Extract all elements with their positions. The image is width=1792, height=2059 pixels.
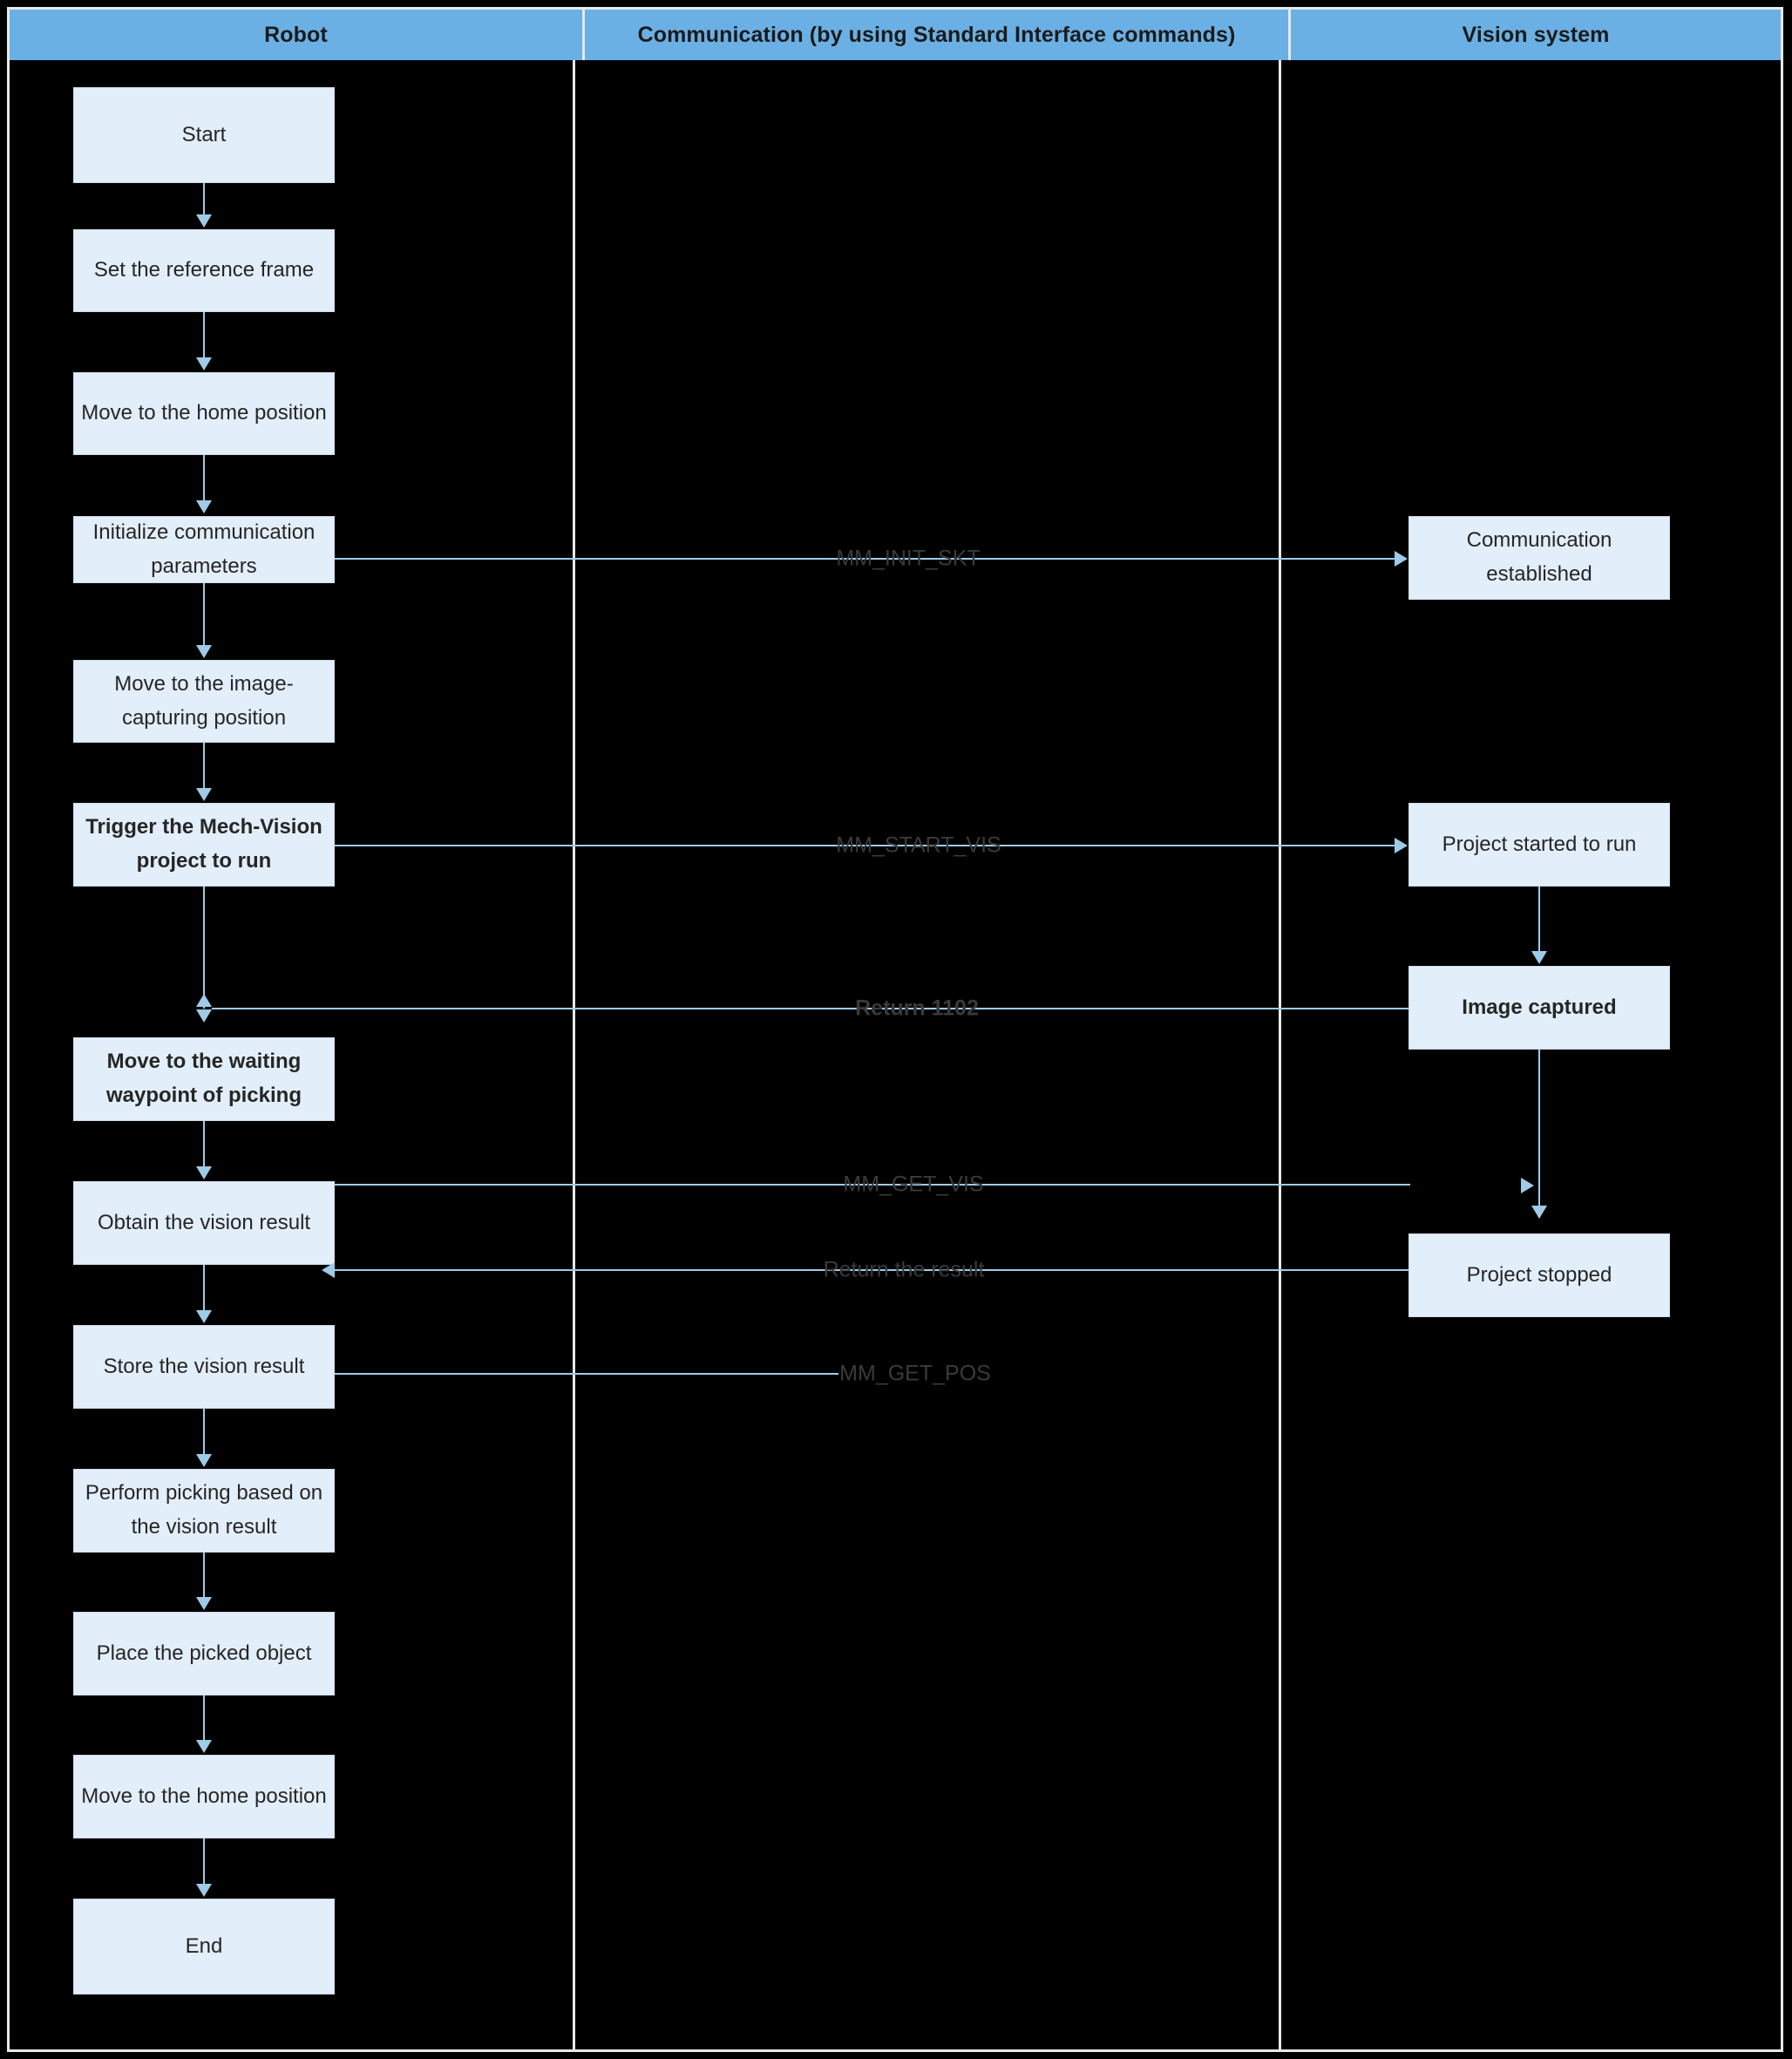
- connector-waiting-waypoint-to-obtain-result: [203, 1121, 205, 1168]
- arrowhead-right: [1395, 838, 1408, 853]
- process-box-waiting-waypoint: Move to the waiting waypoint of picking: [73, 1037, 335, 1121]
- process-box-trigger-project: Trigger the Mech-Vision project to run: [73, 803, 335, 887]
- process-box-store-vision-result: Store the vision result: [73, 1325, 335, 1409]
- arrowhead-down: [196, 214, 212, 228]
- message-line-return-1102: [212, 1008, 1408, 1009]
- connector-obtain-to-store: [203, 1265, 205, 1312]
- lane-divider-communication-vision: [1279, 60, 1281, 2052]
- connector-home-to-end: [203, 1838, 205, 1886]
- arrowhead-down: [196, 1454, 212, 1467]
- arrowhead-down: [196, 1166, 212, 1179]
- lane-header-communication: Communication (by using Standard Interfa…: [585, 10, 1291, 60]
- message-line-mm-get-pos: [335, 1373, 838, 1375]
- arrowhead-down: [196, 1009, 212, 1023]
- connector-image-captured-to-project-stopped: [1538, 1050, 1540, 1218]
- connector-capture-pos-to-trigger: [203, 743, 205, 790]
- process-box-perform-picking: Perform picking based on the vision resu…: [73, 1469, 335, 1553]
- connector-place-to-home: [203, 1695, 205, 1742]
- lane-header: Robot Communication (by using Standard I…: [10, 10, 1781, 60]
- arrowhead-down: [196, 1597, 212, 1610]
- arrowhead-down: [196, 1884, 212, 1897]
- connector-store-to-perform-picking: [203, 1409, 205, 1456]
- message-label-mm-get-pos: MM_GET_POS: [839, 1361, 991, 1386]
- arrowhead-down: [196, 1740, 212, 1753]
- arrowhead-down: [196, 788, 212, 801]
- arrowhead-down: [196, 500, 212, 513]
- connector-project-started-to-image-captured: [1538, 887, 1540, 952]
- arrowhead-down: [196, 1310, 212, 1323]
- arrowhead-right: [1521, 1178, 1534, 1193]
- message-label-return-1102: Return 1102: [855, 996, 979, 1021]
- process-box-end: End: [73, 1899, 335, 1994]
- connector-init-comm-to-capture-pos: [203, 583, 205, 646]
- arrowhead-down: [1531, 951, 1547, 964]
- lane-divider-robot-communication: [573, 60, 575, 2052]
- arrowhead-down: [196, 357, 212, 370]
- process-box-image-capturing-position: Move to the image-capturing position: [73, 660, 335, 743]
- process-box-place-object: Place the picked object: [73, 1612, 335, 1695]
- process-box-start: Start: [73, 87, 335, 183]
- process-box-obtain-vision-result: Obtain the vision result: [73, 1181, 335, 1265]
- arrowhead-up: [196, 994, 212, 1007]
- process-box-image-captured: Image captured: [1408, 966, 1670, 1050]
- connector-perform-picking-to-place: [203, 1553, 205, 1599]
- message-label-mm-start-vis: MM_START_VIS: [836, 832, 1001, 858]
- connector-ref-frame-to-home: [203, 312, 205, 359]
- process-box-ref-frame: Set the reference frame: [73, 229, 335, 312]
- message-label-mm-get-vis: MM_GET_VIS: [843, 1172, 984, 1197]
- connector-start-to-ref-frame: [203, 183, 205, 216]
- connector-trigger-to-waiting-waypoint: [203, 887, 205, 1009]
- message-line-mm-start-vis: [335, 845, 1395, 846]
- process-box-home-position-1: Move to the home position: [73, 372, 335, 455]
- arrowhead-right: [1395, 551, 1408, 567]
- message-line-return-the-result: [335, 1269, 1408, 1271]
- process-box-communication-established: Communication established: [1408, 516, 1670, 600]
- arrowhead-down: [1531, 1206, 1547, 1219]
- message-line-mm-init-skt: [335, 558, 1395, 560]
- process-box-init-communication: Initialize communication parameters: [73, 516, 335, 583]
- process-box-project-stopped: Project stopped: [1408, 1233, 1670, 1317]
- message-label-mm-init-skt: MM_INIT_SKT: [836, 546, 981, 571]
- process-box-project-started: Project started to run: [1408, 803, 1670, 887]
- message-line-mm-get-vis: [335, 1184, 1410, 1186]
- lane-header-vision-system: Vision system: [1291, 10, 1781, 60]
- message-label-return-the-result: Return the result: [823, 1257, 985, 1282]
- connector-home-to-init-comm: [203, 455, 205, 502]
- arrowhead-left: [322, 1262, 335, 1278]
- lane-header-robot: Robot: [10, 10, 585, 60]
- process-box-home-position-2: Move to the home position: [73, 1755, 335, 1838]
- arrowhead-down: [196, 645, 212, 658]
